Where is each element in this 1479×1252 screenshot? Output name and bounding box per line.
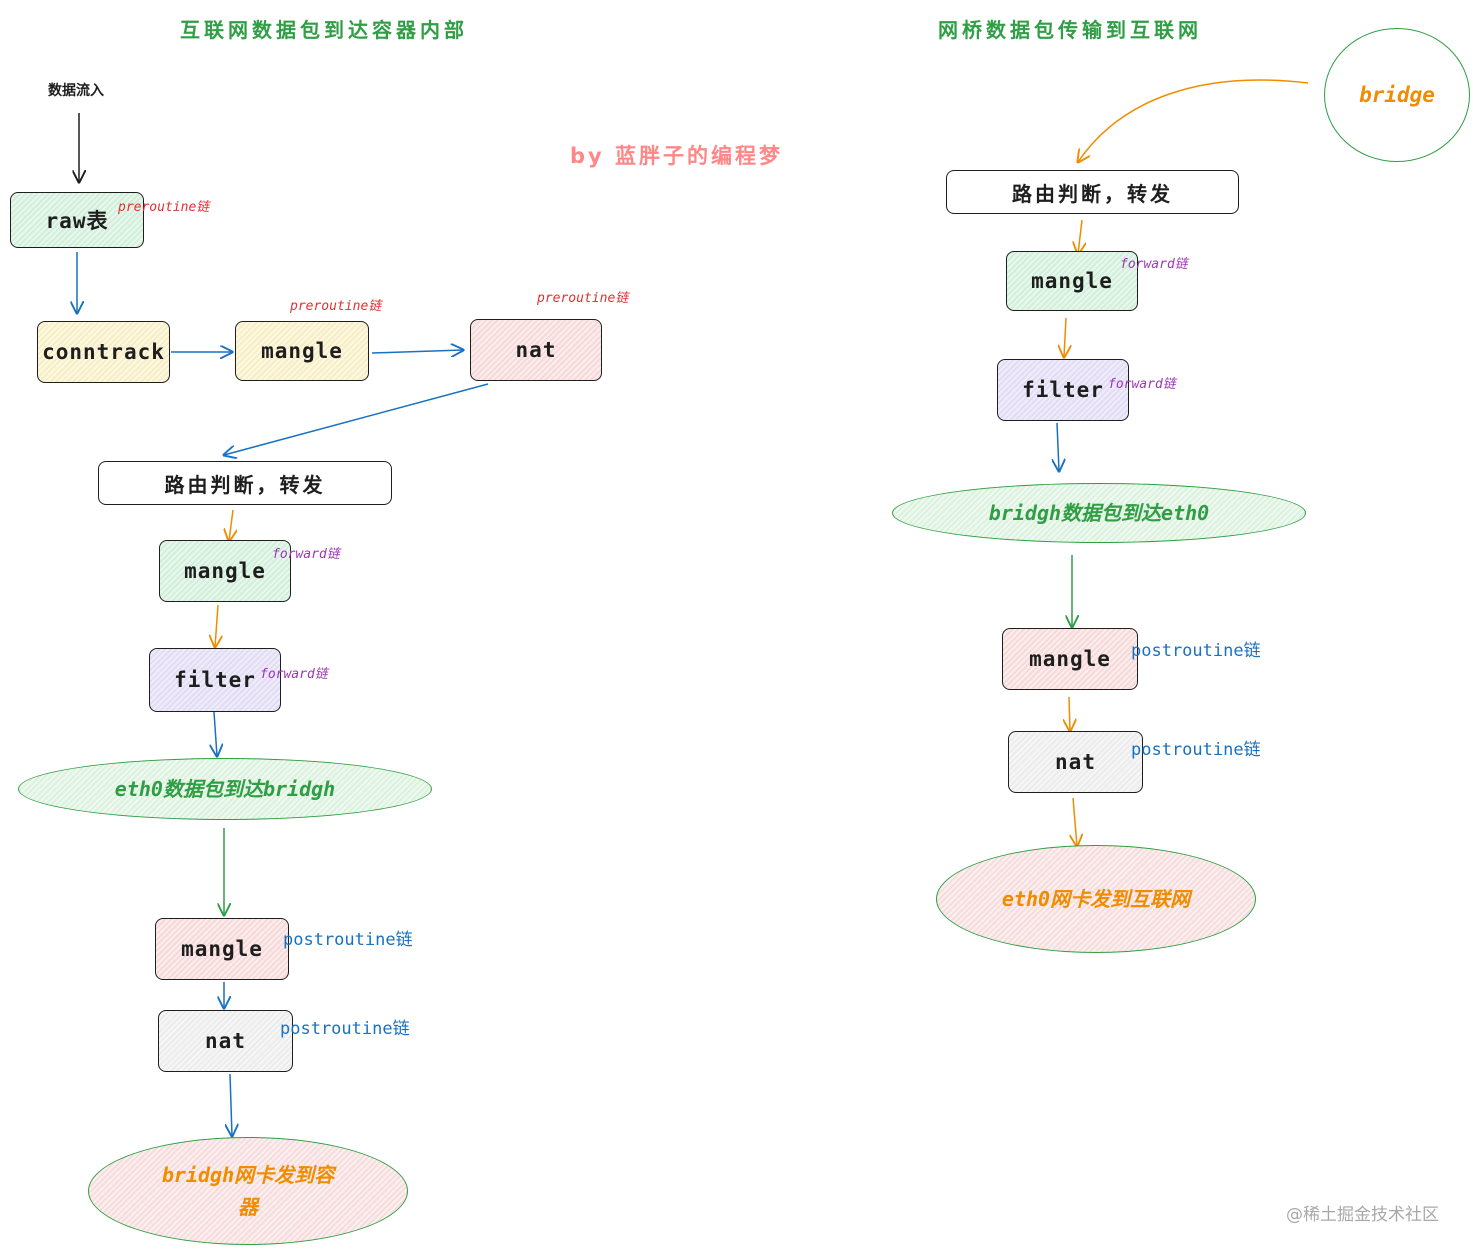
bridgh-to-container-label: bridgh网卡发到容器	[161, 1163, 335, 1219]
chain-label-preroutine: preroutine链	[537, 291, 629, 306]
right-title: 网桥数据包传输到互联网	[938, 18, 1202, 42]
chain-label-preroutine: preroutine链	[290, 299, 382, 314]
left-title: 互联网数据包到达容器内部	[180, 18, 468, 42]
eth0-to-bridgh-ellipse: eth0数据包到达bridgh	[18, 758, 432, 820]
author-credit: by 蓝胖子的编程梦	[570, 144, 784, 168]
arrow-mangle2-filter	[1064, 317, 1066, 357]
arrow-route2-mangle	[1078, 219, 1082, 254]
conntrack-node: conntrack	[37, 321, 170, 383]
data-in-label: 数据流入	[48, 83, 104, 99]
chain-label-postroutine: postroutine链	[280, 1019, 410, 1039]
bridge-circle: bridge	[1324, 28, 1470, 162]
chain-label-forward: forward链	[1120, 257, 1188, 272]
arrow-filter-eth0	[214, 711, 217, 756]
prerouting-nat-node: nat	[470, 319, 602, 381]
routing-decision-node: 路由判断，转发	[946, 170, 1239, 214]
arrow-mangle-nat	[371, 350, 463, 353]
forward-filter-node: filter	[997, 359, 1129, 421]
prerouting-mangle-node: mangle	[235, 321, 369, 381]
eth0-to-internet-label: eth0网卡发到互联网	[1001, 887, 1191, 911]
chain-label-preroutine: preroutine链	[118, 200, 210, 215]
postrouting-mangle-node: mangle	[1002, 628, 1138, 690]
forward-mangle-node: mangle	[1006, 251, 1138, 311]
chain-label-postroutine: postroutine链	[283, 930, 413, 950]
raw-table-node: raw表	[10, 192, 144, 248]
postrouting-nat-node: nat	[1008, 731, 1143, 793]
postrouting-mangle-node: mangle	[155, 918, 289, 980]
arrow-postmangle2-postnat	[1069, 696, 1070, 731]
chain-label-postroutine: postroutine链	[1131, 641, 1261, 661]
chain-label-postroutine: postroutine链	[1131, 740, 1261, 760]
forward-filter-node: filter	[149, 648, 281, 712]
routing-decision-node: 路由判断，转发	[98, 461, 392, 505]
bridgh-to-eth0-ellipse: bridgh数据包到达eth0	[892, 483, 1306, 543]
chain-label-forward: forward链	[1108, 377, 1176, 392]
arrow-bridge-route	[1078, 79, 1309, 162]
watermark: @稀土掘金技术社区	[1286, 1205, 1439, 1225]
arrow-postnat-end	[230, 1073, 232, 1136]
eth0-to-internet-ellipse: eth0网卡发到互联网	[936, 845, 1256, 953]
chain-label-forward: forward链	[260, 667, 328, 682]
arrow-route-mangle	[229, 509, 233, 541]
chain-label-forward: forward链	[272, 547, 340, 562]
arrow-postnat2-end	[1073, 797, 1077, 846]
forward-mangle-node: mangle	[159, 540, 291, 602]
bridgh-to-container-ellipse: bridgh网卡发到容器	[88, 1137, 408, 1245]
arrow-nat-route	[224, 383, 489, 455]
postrouting-nat-node: nat	[158, 1010, 293, 1072]
arrow-mangle-filter	[215, 604, 218, 647]
arrow-filter2-bridgh	[1057, 422, 1059, 471]
